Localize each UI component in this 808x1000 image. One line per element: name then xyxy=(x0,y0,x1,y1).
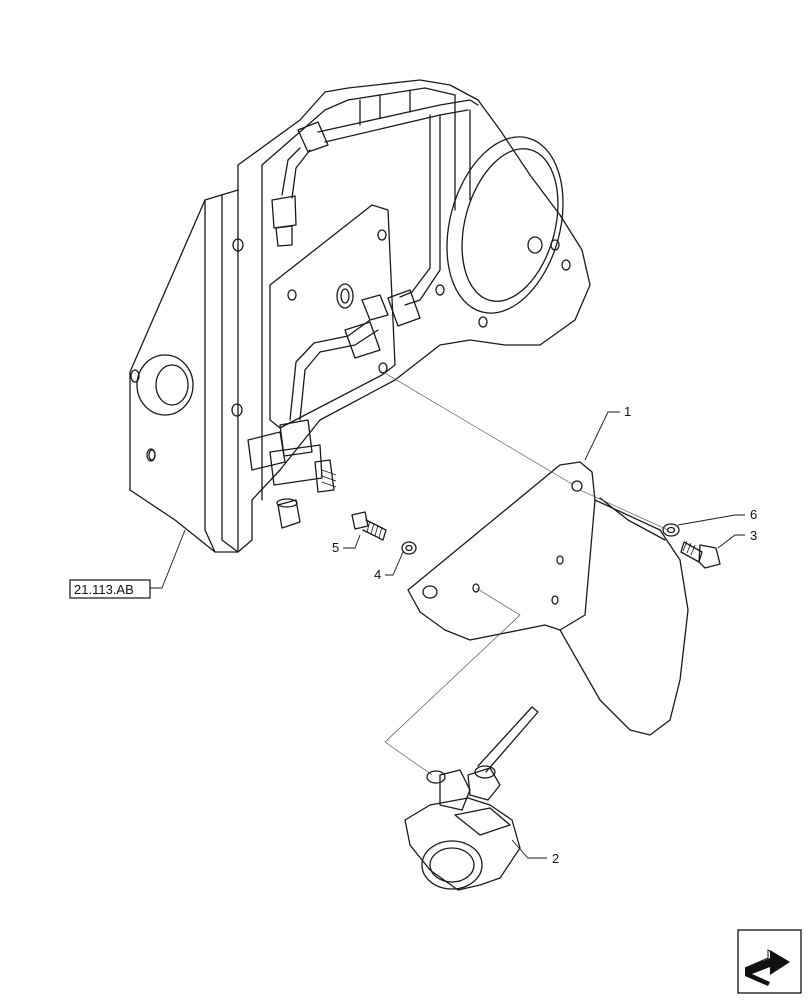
bolt-5 xyxy=(351,511,387,541)
bolt-3 xyxy=(680,540,721,569)
callout-1: 1 xyxy=(624,404,631,419)
next-page-arrow-icon[interactable] xyxy=(737,929,802,994)
reference-label[interactable]: 21.113.AB xyxy=(74,582,134,597)
callout-6: 6 xyxy=(750,507,757,522)
washer-4 xyxy=(401,541,417,555)
callout-3: 3 xyxy=(750,528,757,543)
reference-link[interactable]: 21.113.AB xyxy=(69,579,151,599)
hydraulic-pipes xyxy=(247,99,479,529)
bracket xyxy=(407,461,689,736)
callout-4: 4 xyxy=(374,567,381,582)
housing xyxy=(129,79,591,553)
callout-2: 2 xyxy=(552,851,559,866)
callout-leaders xyxy=(150,411,745,859)
sensor xyxy=(404,706,539,891)
callout-5: 5 xyxy=(332,540,339,555)
assembly-guides xyxy=(382,371,669,776)
washer-6 xyxy=(662,523,680,537)
